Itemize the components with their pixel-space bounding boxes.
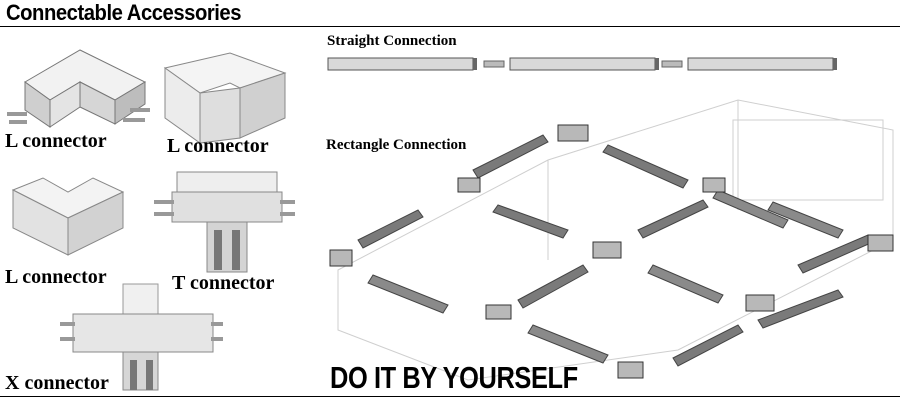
t-connector-label: T connector <box>172 272 275 294</box>
page-title: Connectable Accessories <box>6 0 242 25</box>
l-connector-2-illustration <box>163 52 287 144</box>
straight-connection-illustration <box>327 57 837 71</box>
l-connector-1-illustration <box>7 49 150 128</box>
slogan-text: DO IT BY YOURSELF <box>330 360 578 395</box>
rectangle-connection-illustration <box>329 99 894 381</box>
t-connector-illustration <box>154 171 295 273</box>
l-connector-1-label: L connector <box>5 130 107 152</box>
top-divider <box>0 26 900 27</box>
l-connector-2-label: L connector <box>167 135 269 157</box>
x-connector-label: X connector <box>5 372 109 394</box>
x-connector-illustration <box>60 283 223 391</box>
bottom-divider <box>0 396 900 397</box>
l-connector-3-label: L connector <box>5 266 107 288</box>
straight-connection-label: Straight Connection <box>327 33 457 49</box>
l-connector-3-illustration <box>11 177 125 256</box>
rectangle-connection-label: Rectangle Connection <box>326 137 467 153</box>
